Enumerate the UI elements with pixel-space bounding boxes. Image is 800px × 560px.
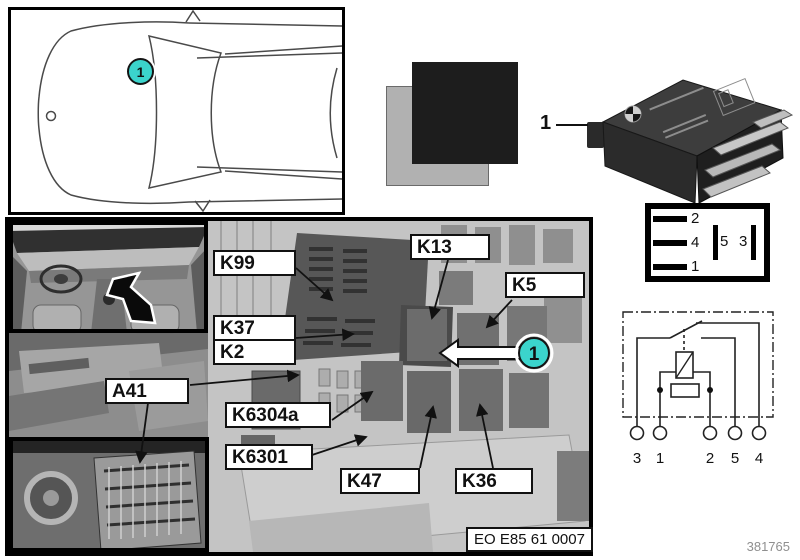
label-leader-arrows [135,259,513,469]
arrow-k99 [295,267,334,302]
pin-bar-5 [713,225,718,260]
svg-text:3: 3 [633,450,641,467]
terminal-circles [629,425,767,441]
fusebox-callout-1[interactable]: 1 [514,333,554,373]
figure-number: 381765 [746,539,790,554]
car-callout-number: 1 [136,63,145,80]
terminal-labels: 3 1 2 5 4 [633,450,763,467]
label-k6301: K6301 [225,444,313,470]
label-k99: K99 [213,250,296,276]
label-k5: K5 [505,272,585,298]
location-photo-montage: 1 K99 K13 K5 K37 K2 A41 K6304a K6301 K47… [5,217,593,556]
relay-callout-leader-line [556,124,588,126]
label-a41: A41 [105,378,189,404]
pin-number-1: 1 [691,258,700,275]
label-k6304a: K6304a [225,402,331,428]
photo-swatch-black [412,62,518,164]
label-k6301-text: K6301 [232,446,288,468]
label-k13: K13 [410,234,490,260]
pin-bar-2 [653,216,687,222]
fusebox-callout-number: 1 [529,344,540,365]
label-k5-text: K5 [512,274,537,296]
label-a41-text: A41 [112,380,147,402]
pin-number-3: 3 [739,233,748,250]
relay-circuit-schematic: 3 1 2 5 4 [622,311,774,467]
drawing-stamp: EO E85 61 0007 [466,527,593,552]
svg-text:4: 4 [755,450,763,467]
svg-text:1: 1 [656,450,664,467]
relay-photo [587,77,794,204]
pin-bar-4 [653,240,687,246]
label-k2: K2 [213,339,296,365]
interior-photo-inset [9,221,208,334]
arrow-a41-right [189,369,300,386]
arrow-k47 [419,405,437,469]
arrow-k6301 [311,434,368,456]
resistor-symbol [670,383,700,398]
arrow-k13 [428,259,449,320]
label-k13-text: K13 [417,236,452,258]
interior-direction-arrow [105,271,157,325]
arrow-k6304a [331,390,374,421]
label-k47-text: K47 [347,470,382,492]
car-overview-panel: 1 [8,7,345,215]
pin-number-4: 4 [691,234,700,251]
label-k37-text: K37 [220,317,255,339]
pin-number-5: 5 [720,233,729,250]
label-k6304a-text: K6304a [232,404,299,426]
svg-text:5: 5 [731,450,739,467]
montage-artwork: 1 [9,221,589,552]
label-k36-text: K36 [462,470,497,492]
switch-contact [669,320,703,339]
arrow-k5 [485,299,513,329]
relay-callout-1[interactable]: 1 [540,112,558,136]
pin-bar-1 [653,264,687,270]
label-k99-text: K99 [220,252,255,274]
pin-bar-3 [751,225,756,260]
fusebox-cover-photo-inset [9,437,209,552]
arrow-k37-k2 [295,328,355,342]
label-k37: K37 [213,315,296,341]
drawing-stamp-text: EO E85 61 0007 [474,531,585,548]
label-k2-text: K2 [220,341,245,363]
arrow-a41-down [135,402,149,464]
label-k36: K36 [455,468,533,494]
car-top-view-icon [37,9,343,213]
svg-text:2: 2 [706,450,714,467]
car-callout-1[interactable]: 1 [127,58,154,85]
arrow-k36 [475,403,494,469]
relay-boundary-box [622,311,774,418]
pin-layout-diagram: 2 4 1 5 3 [645,203,770,282]
label-k47: K47 [340,468,420,494]
relay-callout-number: 1 [540,112,552,134]
pin-number-2: 2 [691,210,700,227]
